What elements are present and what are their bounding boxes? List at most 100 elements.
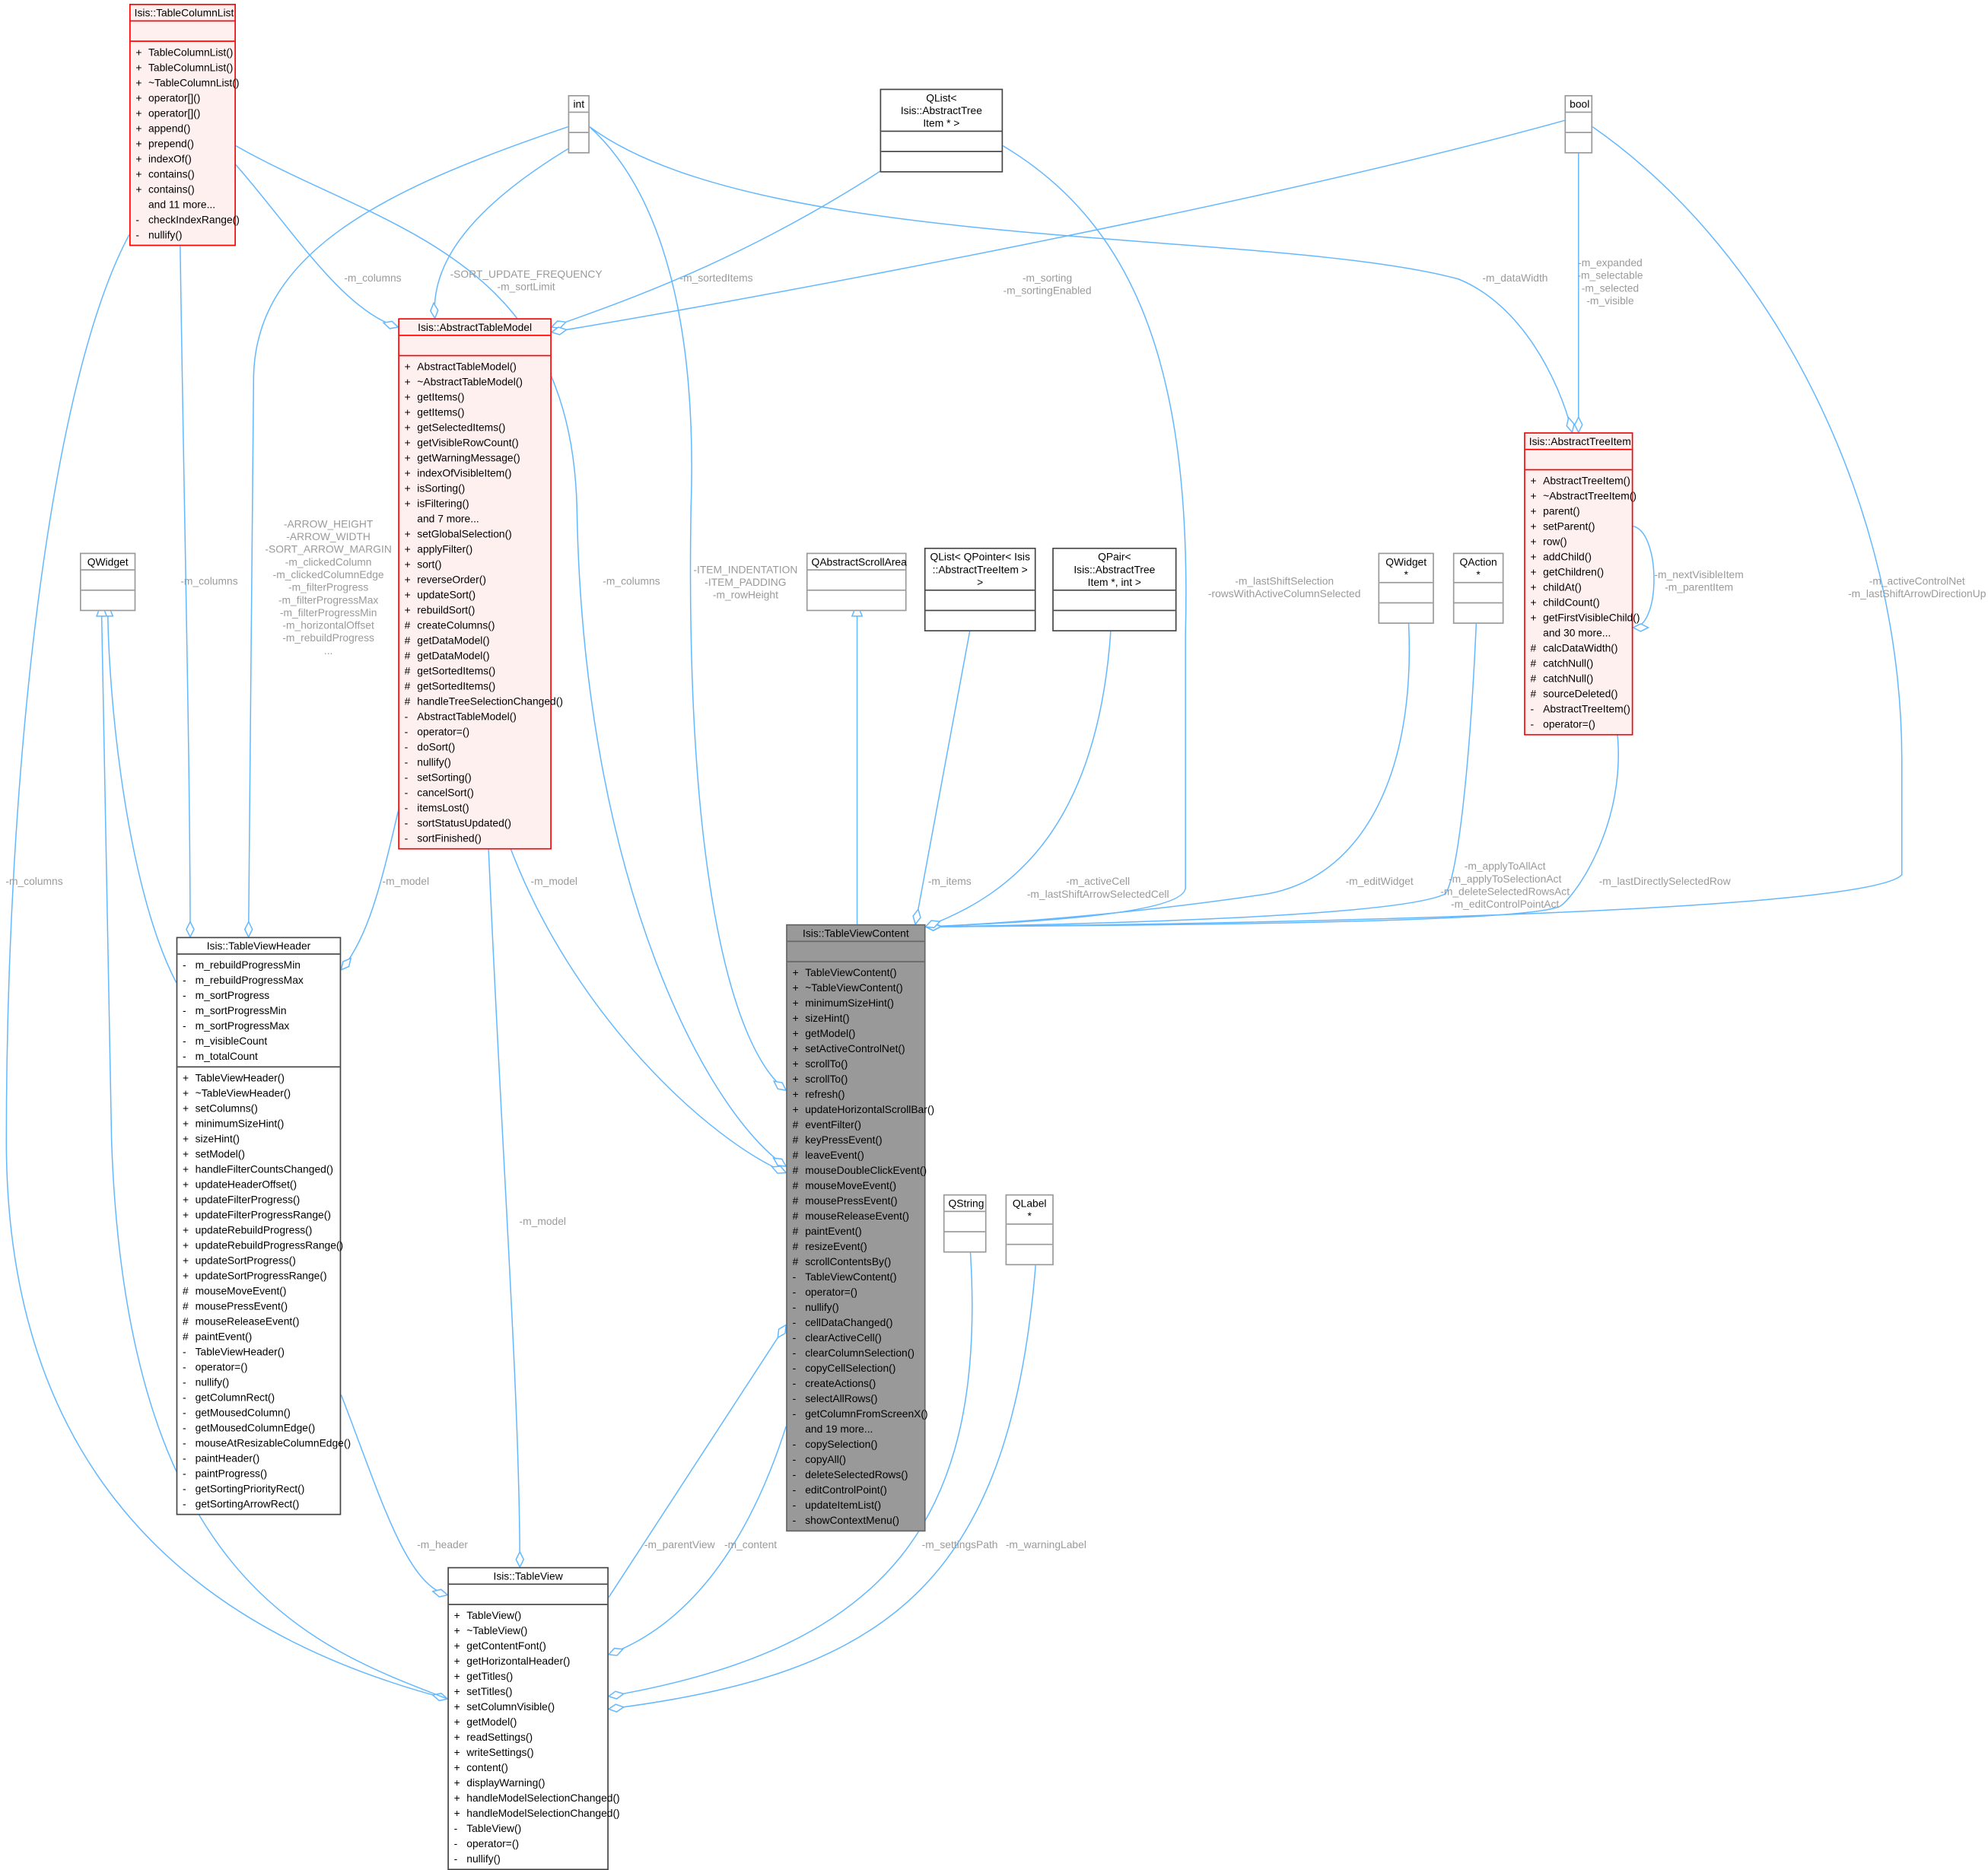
method-row[interactable]: -nullify() [787,1299,924,1315]
method-row[interactable]: +updateFilterProgress() [177,1192,339,1207]
method-row[interactable]: +getTitles() [449,1668,607,1684]
method-row[interactable]: +TableViewHeader() [177,1070,339,1086]
method-row[interactable]: -TableView() [449,1821,607,1836]
method-row[interactable]: +TableView() [449,1608,607,1623]
method-row[interactable]: #mouseReleaseEvent() [177,1313,339,1328]
method-row[interactable]: -nullify() [399,755,550,770]
method-row[interactable]: +TableColumnList() [131,44,235,59]
class-title[interactable]: bool [1566,97,1592,113]
attribute-row[interactable]: -m_rebuildProgressMin [177,957,339,972]
class-box-qstring[interactable]: QString [943,1194,987,1253]
method-row[interactable]: -setSorting() [399,770,550,785]
method-row[interactable]: and 11 more... [131,196,235,211]
class-box-table-view[interactable]: Isis::TableView+TableView()+~TableView()… [447,1566,620,1870]
method-row[interactable]: +setModel() [177,1146,339,1162]
method-row[interactable]: +content() [449,1760,607,1775]
method-row[interactable]: #mouseMoveEvent() [177,1283,339,1298]
class-box-qlabel-ptr[interactable]: QLabel * [1005,1194,1054,1266]
class-title[interactable]: QWidget * [1379,554,1433,584]
method-row[interactable]: -AbstractTableModel() [399,709,550,724]
method-row[interactable]: +indexOf() [131,151,235,166]
method-row[interactable]: +minimumSizeHint() [787,995,924,1010]
method-row[interactable]: #mouseReleaseEvent() [787,1208,924,1223]
class-title[interactable]: Isis::TableView [448,1568,608,1585]
method-row[interactable]: +TableColumnList() [131,59,235,75]
method-row[interactable]: #mouseMoveEvent() [787,1178,924,1193]
class-box-bool[interactable]: bool [1564,94,1593,154]
method-row[interactable]: -operator=() [399,724,550,739]
attribute-row[interactable]: -m_rebuildProgressMax [177,972,339,987]
method-row[interactable]: #createColumns() [399,618,550,633]
method-row[interactable]: -paintHeader() [177,1450,339,1465]
method-row[interactable]: +contains() [131,166,235,181]
method-row[interactable]: +getWarningMessage() [399,450,550,466]
method-row[interactable]: #keyPressEvent() [787,1132,924,1147]
method-row[interactable]: +handleFilterCountsChanged() [177,1162,339,1177]
method-row[interactable]: #resizeEvent() [787,1239,924,1254]
method-row[interactable]: +updateHorizontalScrollBar() [787,1102,935,1117]
class-title[interactable]: Isis::AbstractTableModel [399,320,551,336]
method-row[interactable]: #leaveEvent() [787,1147,924,1162]
class-title[interactable]: QList< Isis::AbstractTree Item * > [881,90,1002,132]
attribute-row[interactable]: -m_totalCount [177,1048,339,1064]
method-row[interactable]: +AbstractTreeItem() [1525,473,1632,488]
method-row[interactable]: +~TableViewContent() [787,980,924,995]
method-row[interactable]: +sizeHint() [177,1131,339,1146]
method-row[interactable]: -nullify() [131,227,235,242]
method-row[interactable]: -operator=() [449,1836,607,1851]
class-box-qlist-tree[interactable]: QList< Isis::AbstractTree Item * > [879,88,1004,173]
method-row[interactable]: +getHorizontalHeader() [449,1653,607,1668]
class-box-qlist-pointer[interactable]: QList< QPointer< Isis ::AbstractTreeItem… [924,547,1036,631]
method-row[interactable]: +~AbstractTableModel() [399,374,550,390]
method-row[interactable]: -getSortingArrowRect() [177,1496,339,1511]
method-row[interactable]: +AbstractTableModel() [399,359,550,374]
method-row[interactable]: +isFiltering() [399,496,550,511]
method-row[interactable]: +setGlobalSelection() [399,526,550,542]
class-box-qwidget-ptr[interactable]: QWidget * [1378,552,1434,624]
method-row[interactable]: +prepend() [131,135,235,151]
method-row[interactable]: -getMousedColumnEdge() [177,1420,339,1435]
method-row[interactable]: -operator=() [1525,717,1632,732]
class-title[interactable]: Isis::TableColumnList [130,5,235,22]
method-row[interactable]: +getModel() [449,1714,607,1729]
method-row[interactable]: +getModel() [787,1026,924,1041]
method-row[interactable]: #calcDataWidth() [1525,641,1632,656]
method-row[interactable]: -sortFinished() [399,831,550,846]
method-row[interactable]: -operator=() [787,1284,924,1299]
method-row[interactable]: -copyAll() [787,1452,924,1467]
method-row[interactable]: +addChild() [1525,549,1632,564]
method-row[interactable]: #paintEvent() [177,1328,339,1344]
method-row[interactable]: +updateFilterProgressRange() [177,1207,339,1223]
method-row[interactable]: +getChildren() [1525,564,1632,580]
method-row[interactable]: +isSorting() [399,481,550,496]
method-row[interactable]: +writeSettings() [449,1744,607,1760]
method-row[interactable]: +minimumSizeHint() [177,1116,339,1131]
method-row[interactable]: -showContextMenu() [787,1512,924,1528]
method-row[interactable]: #mouseDoubleClickEvent() [787,1162,927,1178]
method-row[interactable]: +~AbstractTreeItem() [1525,488,1636,504]
method-row[interactable]: +append() [131,120,235,135]
method-row[interactable]: #paintEvent() [787,1223,924,1239]
method-row[interactable]: +indexOfVisibleItem() [399,466,550,481]
method-row[interactable]: +row() [1525,534,1632,549]
method-row[interactable]: +handleModelSelectionChanged() [449,1790,620,1805]
method-row[interactable]: +setColumns() [177,1101,339,1116]
method-row[interactable]: +scrollTo() [787,1071,924,1086]
method-row[interactable]: +updateSortProgressRange() [177,1268,339,1283]
method-row[interactable]: #sourceDeleted() [1525,686,1632,701]
method-row[interactable]: +readSettings() [449,1729,607,1744]
class-title[interactable]: QWidget [81,554,135,571]
method-row[interactable]: +contains() [131,181,235,196]
class-box-abstract-table-model[interactable]: Isis::AbstractTableModel+AbstractTableMo… [398,318,563,850]
method-row[interactable]: -copyCellSelection() [787,1360,924,1375]
method-row[interactable]: +TableViewContent() [787,965,924,980]
method-row[interactable]: -nullify() [177,1374,339,1389]
method-row[interactable]: +setParent() [1525,519,1632,534]
method-row[interactable]: and 7 more... [399,511,550,526]
method-row[interactable]: +getSelectedItems() [399,420,550,435]
method-row[interactable]: +sizeHint() [787,1010,924,1026]
class-box-qabstractscrollarea[interactable]: QAbstractScrollArea [806,552,907,612]
method-row[interactable]: +setTitles() [449,1684,607,1699]
method-row[interactable]: +getFirstVisibleChild() [1525,610,1640,625]
method-row[interactable]: #catchNull() [1525,656,1632,671]
